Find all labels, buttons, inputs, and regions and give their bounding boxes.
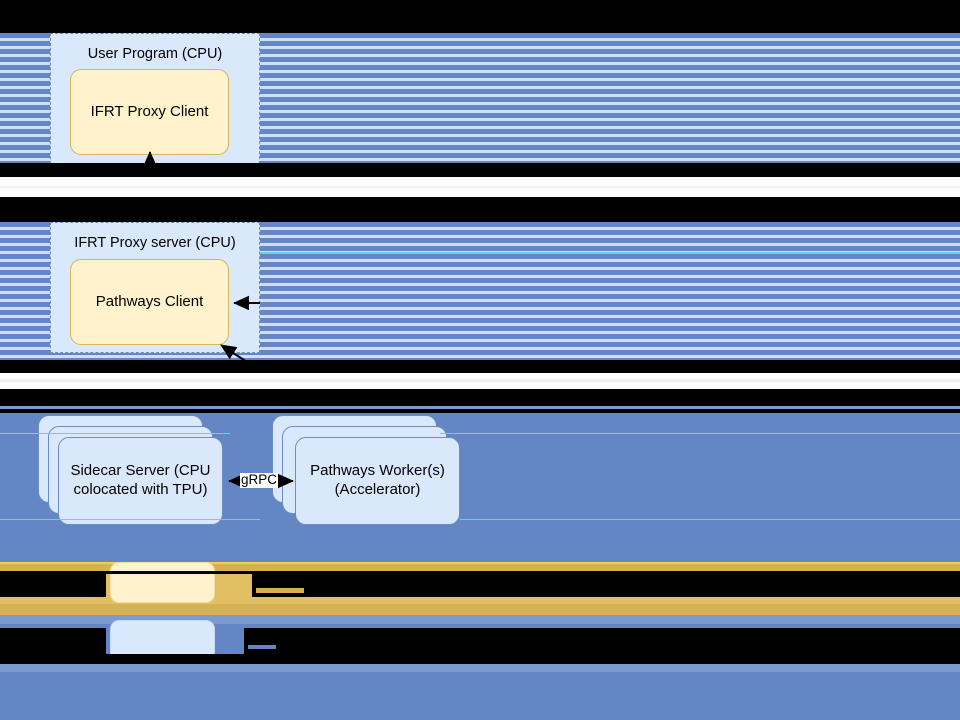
glitch-white-band-2b (0, 382, 960, 389)
glitch-text-occluder-1 (0, 571, 960, 574)
glitch-cyan-line-1 (260, 252, 960, 254)
glitch-stripes-mid-right (260, 222, 960, 360)
node-sidecar-server: Sidecar Server (CPU colocated with TPU) (58, 437, 223, 525)
glitch-black-band-1 (0, 163, 960, 177)
node-pathways-client: Pathways Client (70, 259, 229, 345)
glitch-stripes-mid-left (0, 222, 50, 360)
glitch-stripes-top-left (0, 33, 50, 163)
glitch-steel-line-3 (0, 620, 960, 624)
node-pathways-workers: Pathways Worker(s) (Accelerator) (295, 437, 460, 525)
glitch-gold-band-a (0, 564, 960, 571)
glitch-white-band-1 (0, 177, 960, 186)
glitch-white-band-2 (0, 373, 960, 379)
node-sidecar-server-line2: colocated with TPU) (73, 481, 208, 498)
node-user-program-label: User Program (CPU) (87, 46, 223, 62)
glitch-gold-band-c (0, 604, 960, 615)
glitch-steel-line-2 (0, 615, 960, 620)
glitch-black-band-2 (0, 197, 960, 222)
glitch-text-occluder-3 (252, 574, 960, 597)
glitch-steel-line-4 (0, 664, 960, 672)
node-ifrt-proxy-client-label: IFRT Proxy Client (90, 102, 209, 120)
node-pathways-workers-line1: Pathways Worker(s) (310, 462, 445, 480)
glitch-text-occluder-4 (256, 588, 304, 593)
glitch-cyan-line-5 (460, 519, 960, 520)
node-pathways-client-label: Pathways Client (95, 292, 204, 310)
node-ifrt-proxy-client: IFRT Proxy Client (70, 69, 229, 155)
glitch-steel-line-1 (0, 406, 960, 409)
glitch-black-band-top (0, 0, 960, 33)
glitch-white-band-1b (0, 188, 960, 197)
glitch-black-band-bottom (0, 654, 960, 664)
edge-label-sidecar-workers: gRPC (240, 472, 279, 488)
glitch-text-occluder-6 (244, 628, 960, 654)
glitch-gray-band-2 (0, 379, 960, 382)
node-sidecar-server-line1: Sidecar Server (CPU (70, 462, 211, 480)
node-ifrt-proxy-server-label: IFRT Proxy server (CPU) (74, 235, 236, 251)
glitch-cyan-line-4 (0, 519, 260, 520)
glitch-gold-hairline (0, 562, 960, 564)
glitch-cyan-line-3 (440, 433, 960, 434)
glitch-text-occluder-7 (248, 645, 276, 649)
glitch-text-occluder-2 (0, 574, 106, 597)
glitch-stripes-top-right (260, 33, 960, 163)
node-pathways-workers-line2: (Accelerator) (334, 481, 421, 498)
glitch-text-occluder-5 (0, 628, 106, 654)
glitch-gray-band-1 (0, 186, 960, 188)
glitch-black-band-3 (0, 360, 960, 373)
glitch-black-band-4 (0, 389, 960, 413)
glitch-cyan-line-2 (0, 433, 230, 434)
legend-swatch-yellow-top (110, 562, 215, 603)
